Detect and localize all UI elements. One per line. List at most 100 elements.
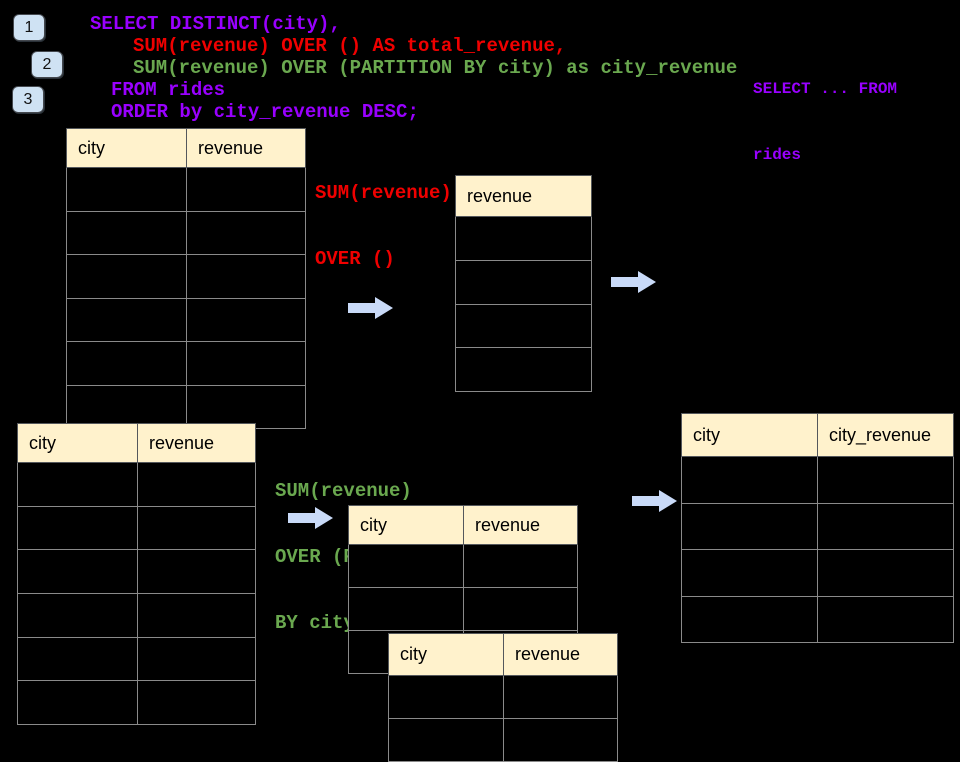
column-header-city: city <box>388 633 504 676</box>
table-cell <box>66 341 187 386</box>
right-arrow-icon <box>288 506 334 530</box>
column-header-city: city <box>348 505 464 545</box>
side-note-line-2: rides <box>753 146 802 164</box>
right-arrow-icon <box>632 489 678 513</box>
annotation-total-line-1: SUM(revenue) <box>315 182 452 204</box>
table-cell <box>66 297 187 342</box>
table-cell <box>17 549 138 595</box>
step-badge-1-label: 1 <box>24 18 34 36</box>
sql-line-sum-over: SUM(revenue) OVER () AS total_revenue, <box>133 35 567 57</box>
sql-line-from: FROM rides <box>111 79 226 101</box>
table-cell <box>455 303 592 349</box>
column-header-revenue: revenue <box>463 505 578 545</box>
table-cell <box>66 210 187 255</box>
table-row <box>66 341 306 386</box>
table-cell <box>455 347 592 393</box>
table-row <box>17 462 256 507</box>
table-row <box>66 254 306 299</box>
table-row <box>17 636 256 682</box>
table-row <box>66 384 306 429</box>
table-cell <box>186 167 306 212</box>
step-badge-3: 3 <box>12 86 44 113</box>
table-cell <box>463 544 578 588</box>
table-cell <box>186 384 306 429</box>
table-cell <box>66 254 187 299</box>
annotation-total-revenue: SUM(revenue) OVER () <box>315 138 452 292</box>
table-row <box>455 303 592 349</box>
table-row <box>348 587 578 631</box>
side-note-select-from-rides: SELECT ... FROM rides <box>753 34 897 188</box>
table-cell <box>817 595 954 643</box>
table-row <box>455 347 592 393</box>
column-header-city: city <box>17 423 138 463</box>
table-cell <box>681 502 818 550</box>
table-cell <box>817 549 954 597</box>
table-row <box>388 675 618 719</box>
table-cell <box>66 167 187 212</box>
table-cell <box>66 384 187 429</box>
table-cell <box>681 456 818 504</box>
column-header-city-revenue: city_revenue <box>817 413 954 457</box>
column-header-revenue: revenue <box>186 128 306 168</box>
table-cell <box>455 216 592 261</box>
table-cell <box>463 587 578 631</box>
table-row <box>681 456 954 504</box>
table-row <box>681 502 954 550</box>
table-cell <box>388 675 504 719</box>
total-revenue-table: revenue <box>455 175 592 393</box>
column-header-city: city <box>681 413 818 457</box>
table-row <box>455 259 592 305</box>
column-header-revenue: revenue <box>503 633 618 676</box>
side-note-line-1: SELECT ... FROM <box>753 80 898 98</box>
source-table-top: city revenue <box>66 128 306 429</box>
table-row <box>66 297 306 342</box>
step-badge-1: 1 <box>13 14 45 41</box>
source-table-bottom: city revenue <box>17 423 256 726</box>
table-cell <box>137 549 256 595</box>
step-badge-2-label: 2 <box>42 55 52 73</box>
table-cell <box>681 549 818 597</box>
table-cell <box>17 593 138 638</box>
table-cell <box>348 587 464 631</box>
table-cell <box>817 456 954 504</box>
table-cell <box>348 544 464 588</box>
table-cell <box>503 675 618 719</box>
table-cell <box>186 297 306 342</box>
column-header-revenue: revenue <box>137 423 256 463</box>
table-row <box>388 718 618 762</box>
table-cell <box>455 259 592 305</box>
partition-table-b: city revenue <box>388 633 618 762</box>
column-header-city: city <box>66 128 187 168</box>
table-cell <box>137 505 256 551</box>
right-arrow-icon <box>611 270 657 294</box>
table-cell <box>137 462 256 507</box>
sql-line-sum-partition: SUM(revenue) OVER (PARTITION BY city) as… <box>133 57 738 79</box>
table-cell <box>186 341 306 386</box>
table-row <box>17 549 256 595</box>
table-cell <box>17 462 138 507</box>
table-row <box>681 595 954 643</box>
table-cell <box>681 595 818 643</box>
table-cell <box>17 680 138 726</box>
table-row <box>455 216 592 261</box>
table-row <box>17 505 256 551</box>
table-row <box>348 544 578 588</box>
step-badge-3-label: 3 <box>23 90 33 108</box>
table-cell <box>137 636 256 682</box>
annotation-total-line-2: OVER () <box>315 248 395 270</box>
table-row <box>681 549 954 597</box>
column-header-revenue: revenue <box>455 175 592 217</box>
table-cell <box>17 636 138 682</box>
table-row <box>66 210 306 255</box>
sql-line-select: SELECT DISTINCT(city), <box>90 13 341 35</box>
annotation-partition-line-1: SUM(revenue) <box>275 480 412 502</box>
right-arrow-icon <box>348 296 394 320</box>
sql-line-order-by: ORDER by city_revenue DESC; <box>111 101 419 123</box>
table-row <box>66 167 306 212</box>
table-cell <box>17 505 138 551</box>
table-row <box>17 680 256 726</box>
step-badge-2: 2 <box>31 51 63 78</box>
table-cell <box>137 680 256 726</box>
city-revenue-result-table: city city_revenue <box>681 413 954 643</box>
table-cell <box>817 502 954 550</box>
